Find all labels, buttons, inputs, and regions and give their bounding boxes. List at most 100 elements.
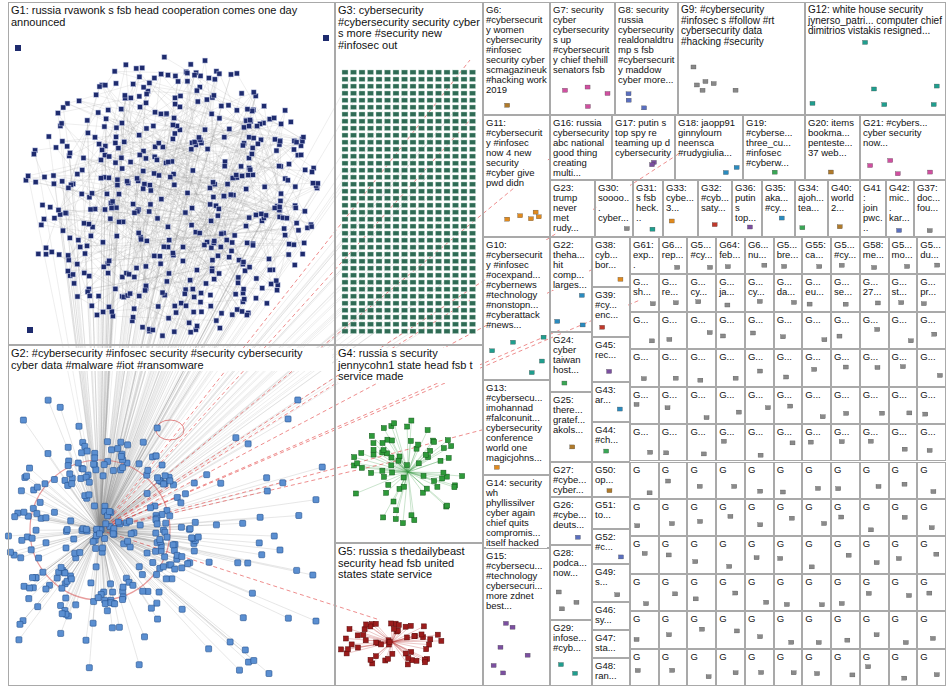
vertex-icon (207, 185, 212, 190)
vertex-icon (156, 589, 162, 595)
vertex-icon (55, 111, 60, 116)
vertex-icon (227, 126, 232, 131)
vertex-icon (118, 439, 124, 445)
vertex-icon (137, 74, 142, 79)
vertex-icon (95, 595, 101, 601)
vertex-icon (63, 595, 69, 601)
vertex-icon (217, 116, 222, 121)
vertex-icon (342, 98, 348, 103)
vertex-icon (385, 105, 391, 110)
vertex-icon (436, 119, 442, 124)
vertex-icon (86, 665, 92, 671)
cross-edge (100, 150, 560, 530)
edge-line (100, 110, 285, 530)
vertex-icon (87, 293, 92, 298)
edge-line (129, 137, 303, 274)
vertex-icon (359, 112, 365, 117)
vertex-icon (359, 126, 365, 131)
vertex-icon (12, 514, 18, 520)
vertex-icon (385, 98, 391, 103)
vertex-icon (444, 98, 450, 103)
vertex-icon (84, 448, 90, 454)
vertex-icon (59, 611, 65, 617)
vertex-icon (132, 210, 137, 215)
vertex-icon (402, 133, 408, 138)
vertex-icon (77, 550, 83, 556)
vertex-icon (285, 178, 290, 183)
vertex-icon (410, 70, 416, 75)
vertex-icon (315, 181, 320, 186)
vertex-icon (192, 73, 197, 78)
edge-line (69, 461, 100, 530)
vertex-icon (219, 104, 224, 109)
vertex-icon (368, 126, 374, 131)
vertex-icon (20, 417, 26, 423)
vertex-icon (461, 70, 467, 75)
vertex-icon (351, 112, 357, 117)
vertex-icon (167, 513, 173, 519)
vertex-icon (419, 98, 425, 103)
vertex-icon (144, 92, 149, 97)
vertex-icon (206, 646, 212, 652)
vertex-icon (120, 584, 126, 590)
vertex-icon (267, 267, 272, 272)
vertex-icon (148, 188, 153, 193)
vertex-icon (436, 105, 442, 110)
vertex-icon (68, 518, 74, 524)
vertex-icon (228, 72, 233, 77)
vertex-icon (195, 99, 200, 104)
vertex-icon (120, 166, 125, 171)
vertex-icon (156, 141, 161, 146)
vertex-icon (269, 281, 274, 286)
vertex-icon (75, 172, 80, 177)
vertex-icon (60, 179, 65, 184)
edge-line (384, 450, 408, 472)
vertex-icon (351, 126, 357, 131)
vertex-icon (79, 191, 84, 196)
edge-line (100, 530, 166, 579)
edge-line (62, 141, 158, 143)
vertex-icon (26, 596, 32, 602)
edge-line (100, 272, 409, 530)
edge-line (100, 500, 316, 530)
vertex-icon (43, 540, 49, 546)
edge-line (33, 530, 100, 588)
vertex-icon (116, 192, 121, 197)
vertex-icon (427, 77, 433, 82)
vertex-icon (159, 72, 164, 77)
vertex-icon (185, 190, 190, 195)
vertex-icon (419, 91, 425, 96)
vertex-icon (65, 269, 70, 274)
vertex-icon (254, 276, 259, 281)
vertex-icon (54, 575, 60, 581)
vertex-icon (241, 125, 246, 130)
vertex-icon (65, 463, 71, 469)
vertex-icon (66, 185, 71, 190)
vertex-icon (368, 98, 374, 103)
vertex-icon (107, 154, 112, 159)
vertex-icon (208, 202, 213, 207)
vertex-icon (28, 547, 34, 553)
vertex-icon (143, 283, 148, 288)
vertex-icon (59, 585, 65, 591)
edge-line (34, 154, 60, 214)
vertex-icon (137, 522, 143, 528)
edge-line (100, 109, 247, 530)
vertex-icon (376, 119, 382, 124)
edge-line (100, 98, 125, 530)
vertex-icon (461, 133, 467, 138)
edge-line (100, 442, 143, 530)
vertex-icon (51, 509, 57, 515)
vertex-icon (427, 84, 433, 89)
vertex-icon (436, 84, 442, 89)
vertex-icon (166, 316, 171, 321)
vertex-icon (137, 152, 142, 157)
vertex-icon (470, 84, 476, 89)
vertex-icon (202, 242, 207, 247)
edge-line (180, 96, 293, 150)
edge-line (100, 265, 420, 530)
vertex-icon (166, 271, 171, 276)
vertex-icon (288, 119, 293, 124)
edge-line (30, 468, 100, 530)
vertex-icon (410, 119, 416, 124)
